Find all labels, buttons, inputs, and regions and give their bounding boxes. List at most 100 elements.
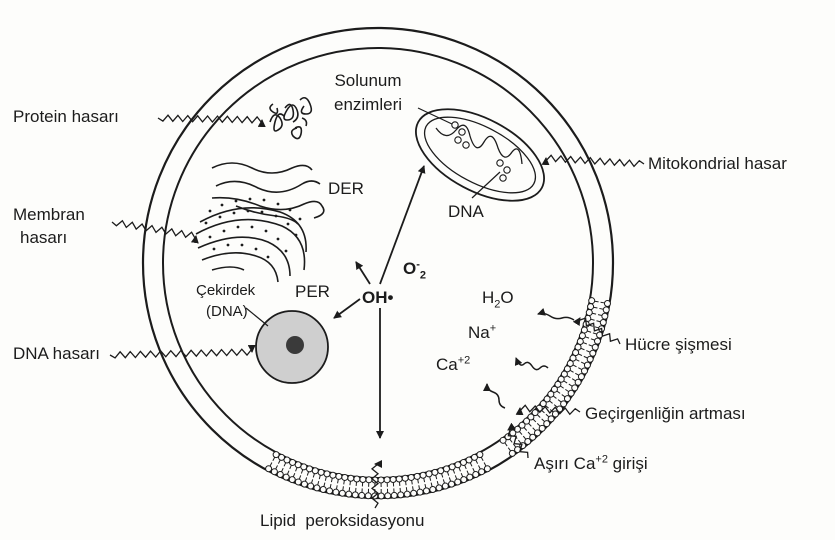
lipid-head [283,474,289,480]
lipid-head [320,486,326,492]
lipid-tail [592,313,596,314]
lipid-tail [565,389,568,391]
lipid-head [604,300,610,306]
lipid-head [500,437,506,443]
lipid-head [301,464,307,470]
lipid-head [398,492,404,498]
der-label: DER [328,180,364,197]
lipid-tail [455,475,456,479]
lipid-head [271,469,277,475]
lipid-head [449,464,455,470]
lipid-tail [562,395,565,397]
sodium-base: Na [468,323,490,342]
lipid-tail [313,474,314,478]
lipid-tail [406,487,407,491]
lipid-head [539,425,545,431]
lipid-tail [591,319,595,320]
lipid-tail [437,481,438,485]
lipid-head [455,462,461,468]
lipid-head [336,473,342,479]
lipid-head [479,469,485,475]
lipid-tail [436,475,437,479]
lipid-head [327,488,333,494]
protein-damage-label: Protein hasarı [13,108,119,125]
lipid-head [354,476,360,482]
lipid-tail [553,396,556,398]
ribosome-dot [209,210,212,213]
lipid-head [352,492,358,498]
lipid-head [578,374,584,380]
lipid-head [366,477,372,483]
lipid-head [467,474,473,480]
lipid-tail [529,423,532,426]
membrane-damage-label-line2: hasarı [20,229,67,246]
lipid-tail [284,463,286,467]
calcium-base: Ca [436,355,458,374]
damaged-protein-icon [270,98,311,139]
lipid-tail [431,483,432,487]
lipid-tail [572,379,575,381]
water-label: H2O [482,289,514,306]
lipid-head [603,307,609,313]
mito-dna-label: DNA [448,203,484,220]
lipid-head [411,490,417,496]
ribosome-dot [295,234,298,237]
lipid-tail [418,479,419,483]
sodium-influx-arrow [516,358,548,370]
lipid-tail [581,362,585,364]
lipid-tail [349,487,350,491]
lipid-head [552,411,558,417]
lipid-head [600,320,606,326]
solunum-label-line1: Solunum [318,72,418,89]
lipid-head [561,401,567,407]
lipid-head [572,385,578,391]
calcium-entry-charge: +2 [595,453,608,465]
lipid-tail [575,373,578,375]
lipid-tail [424,478,425,482]
water-influx-arrow [538,313,574,320]
lipid-tail [510,439,512,442]
nucleus-label-line1: Çekirdek [196,283,255,298]
lipid-head [581,327,587,333]
lipid-tail [338,479,339,483]
lipid-head [443,466,449,472]
lipid-head [408,474,414,480]
lipid-head [544,421,550,427]
lipid-head [423,488,429,494]
lipid-head [330,472,336,478]
lipid-tail [419,485,420,489]
lipid-tail [546,414,549,417]
lipid-tail [484,463,486,467]
lipid-head [396,476,402,482]
calcium-entry-end: girişi [608,454,648,473]
lipid-head [449,481,455,487]
lipid-head [346,491,352,497]
lipid-head [575,379,581,385]
lipid-head [289,477,295,483]
wavy-pointers [110,115,644,508]
lipid-head [295,462,301,468]
lipid-tail [576,359,580,361]
lipid-head [438,468,444,474]
ribosome-dot [219,216,222,219]
lipid-tail [537,415,540,418]
lipid-head [277,472,283,478]
lipid-tail [305,477,306,481]
calcium-influx-arrow [487,384,505,408]
ribosome-dot [247,210,250,213]
lipid-head [584,362,590,368]
hydroxyl-radical-label: OH• [362,289,393,306]
lipid-tail [278,460,280,464]
lipid-tail [343,486,344,490]
lipid-tail [307,472,308,476]
lipid-head [342,474,348,480]
lipid-tail [505,443,507,446]
mito-damage-pointer [546,155,644,166]
mito-damage-label: Mitokondrial hasar [648,155,787,172]
ribosome-dot [289,209,292,212]
lipid-tail [273,457,275,461]
lipid-head [432,469,438,475]
lipid-head [564,396,570,402]
lipid-head [308,483,314,489]
lipid-tail [523,436,526,439]
